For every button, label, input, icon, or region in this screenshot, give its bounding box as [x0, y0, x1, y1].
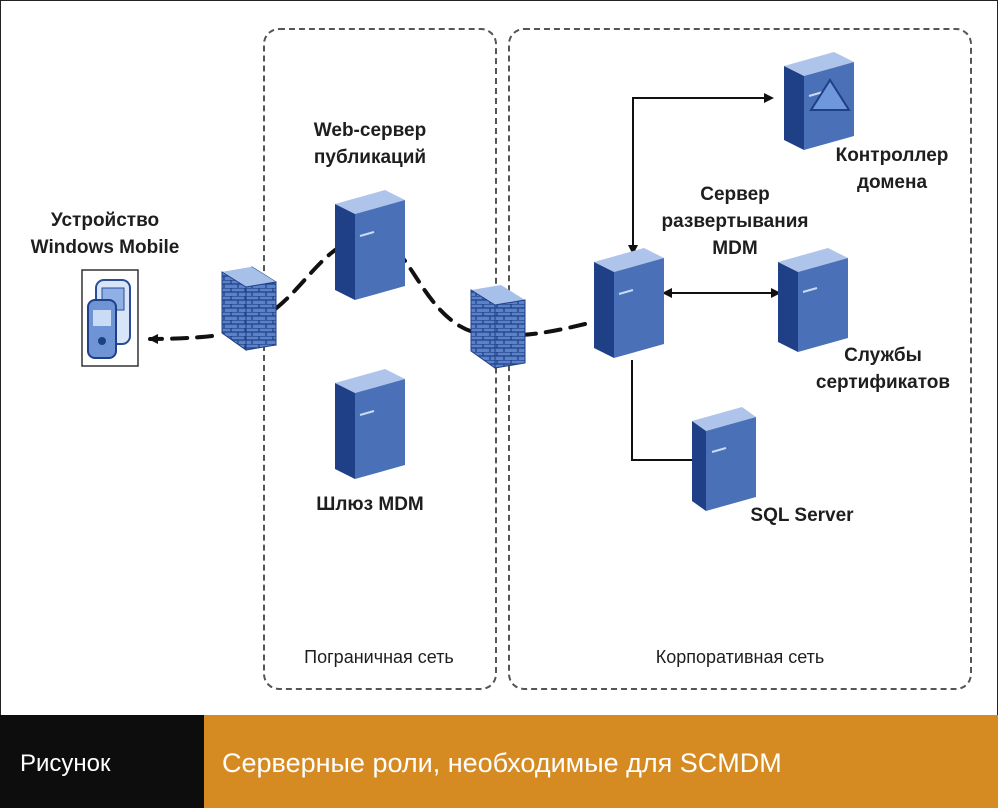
sql-server-label: SQL Server: [732, 502, 872, 529]
deployment-server-label: Сервер развертывания MDM: [640, 181, 830, 262]
mobile-device-icon: [81, 269, 139, 367]
device-label-line: Windows Mobile: [30, 237, 180, 258]
web-server-label-line: Web-сервер: [313, 120, 427, 141]
gateway-label-line: Шлюз MDM: [316, 494, 424, 515]
server-icon-certificate-services: [778, 248, 848, 352]
gateway-label: Шлюз MDM: [300, 491, 440, 518]
server-icon-domain-controller: [784, 52, 854, 150]
server-icon-deployment: [594, 248, 664, 358]
domain-controller-label-line: Контроллер: [835, 145, 949, 166]
corporate-network-label: Корпоративная сеть: [655, 647, 825, 667]
caption-text-box: Серверные роли, необходимые для SCMDM: [204, 715, 998, 808]
domain-controller-label: Контроллер домена: [822, 142, 962, 196]
cert-services-label-line: Службы: [844, 345, 922, 366]
cert-services-label-line: сертификатов: [815, 372, 951, 393]
device-label-line: Устройство: [50, 210, 160, 231]
deployment-server-label-line: развертывания: [661, 211, 809, 232]
caption-label-box: Рисунок: [0, 715, 204, 808]
server-icon-web: [335, 190, 405, 300]
domain-controller-label-line: домена: [856, 172, 928, 193]
server-icon-gateway: [335, 369, 405, 479]
caption-text: Серверные роли, необходимые для SCMDM: [222, 748, 782, 778]
deployment-server-label-line: MDM: [712, 238, 758, 259]
caption-label: Рисунок: [20, 750, 111, 777]
firewall-icon: [470, 285, 526, 369]
server-icon-sql: [692, 407, 756, 511]
firewall-icon: [221, 266, 277, 351]
web-server-label-line: публикаций: [313, 147, 427, 168]
perimeter-network-label: Пограничная сеть: [304, 647, 454, 667]
deployment-server-label-line: Сервер: [700, 184, 770, 205]
sql-server-label-line: SQL Server: [750, 505, 854, 526]
diagram-graphics: [81, 52, 854, 511]
cert-services-label: Службы сертификатов: [808, 342, 958, 396]
web-server-label: Web-сервер публикаций: [285, 117, 455, 171]
connector-lines: [628, 93, 781, 461]
device-label: Устройство Windows Mobile: [15, 207, 195, 261]
